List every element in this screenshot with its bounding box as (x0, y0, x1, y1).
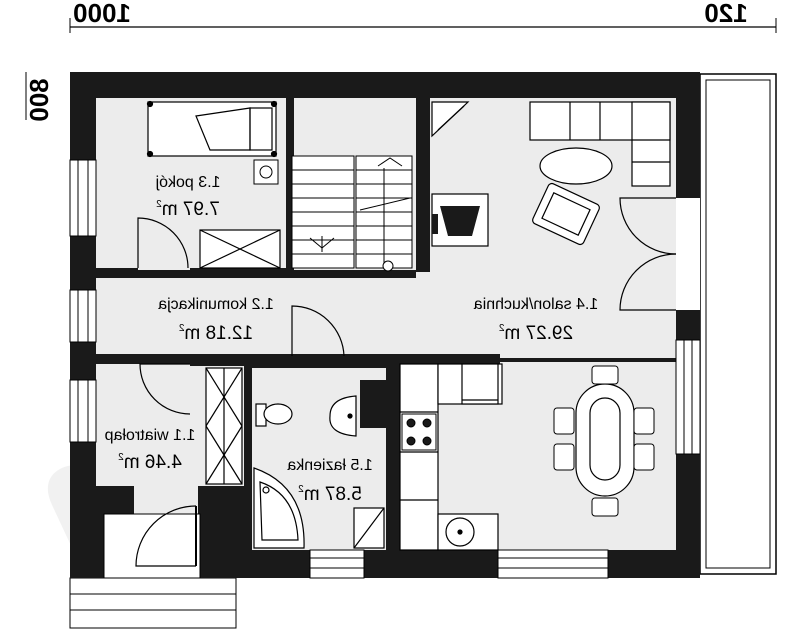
room-area-salon: 29.27 m2 (498, 323, 573, 344)
plant-corner (431, 101, 470, 138)
room-area-pokoj: 7.97 m2 (156, 199, 220, 220)
hall-wardrobe (205, 367, 243, 485)
room-label-wiatrolap: 1.1 wiatrołap 4.46 m2 (105, 427, 196, 473)
nightstand (253, 159, 279, 185)
interior-doors (137, 217, 345, 415)
coffee-table (539, 147, 613, 185)
room-area-komunikacja: 12.18 m2 (178, 323, 253, 344)
room-area-lazienka: 5.87 m2 (298, 484, 362, 505)
bathtub (253, 467, 305, 549)
dining-chairs (553, 365, 655, 517)
cooktop (401, 413, 437, 451)
fireplace (431, 193, 489, 247)
washbasin (329, 395, 357, 437)
bathroom-cabinet (360, 380, 386, 428)
room-label-pokoj: 1.3 pokój 7.97 m2 (156, 174, 221, 220)
corner-sofa (529, 101, 671, 187)
toilet (255, 403, 293, 427)
terrace (699, 73, 777, 575)
bed (146, 100, 278, 158)
room-name-salon: 1.4 salon/kuchnia (474, 296, 599, 313)
entrance-steps (69, 577, 237, 629)
fridge (461, 363, 499, 405)
room-label-salon: 1.4 salon/kuchnia 29.27 m2 (474, 296, 599, 344)
terrace-door (619, 197, 700, 311)
shower-tray (353, 507, 385, 549)
dimension-porch-width: 120 (704, 0, 747, 28)
room-name-wiatrolap: 1.1 wiatrołap (105, 427, 196, 444)
room-name-pokoj: 1.3 pokój (156, 174, 221, 191)
staircase (291, 155, 413, 272)
room-name-komunikacja: 1.2 komunikacja (158, 296, 274, 313)
room-name-lazienka: 1.5 łazienka (287, 457, 372, 474)
kitchen-sink (437, 513, 499, 551)
wardrobe (199, 229, 281, 269)
dimension-depth: 800 (24, 78, 54, 121)
top-dimension-line (69, 18, 777, 33)
room-label-lazienka: 1.5 łazienka 5.87 m2 (287, 457, 372, 505)
armchair (532, 182, 600, 246)
room-area-wiatrolap: 4.46 m2 (118, 452, 182, 473)
room-label-komunikacja: 1.2 komunikacja 12.18 m2 (158, 296, 274, 344)
dining-table (575, 383, 635, 497)
entrance-door (103, 505, 201, 579)
dimension-total-width: 1000 (73, 0, 131, 28)
windows (69, 159, 701, 579)
